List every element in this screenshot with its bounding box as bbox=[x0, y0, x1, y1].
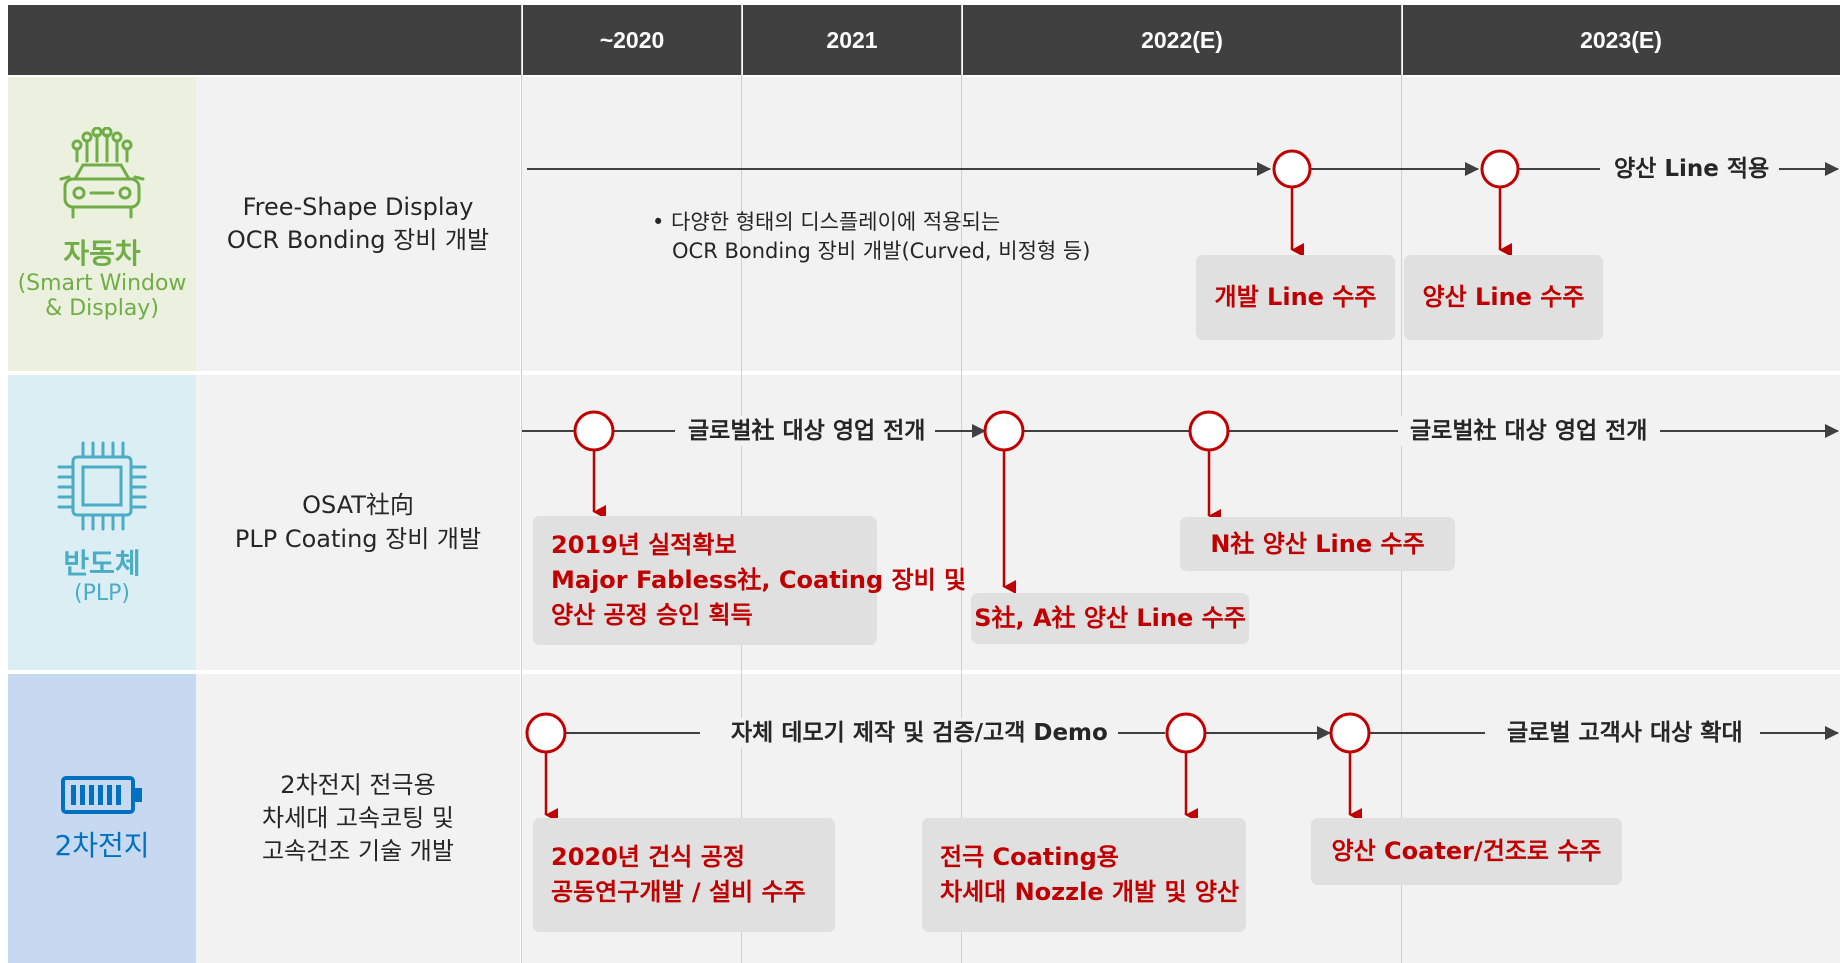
milestone-text: N社 양산 Line 수주 bbox=[1210, 529, 1425, 558]
header-divider bbox=[1401, 5, 1403, 75]
battery-icon bbox=[61, 775, 142, 814]
timeline-label: 글로벌社 대상 영업 전개 bbox=[678, 416, 936, 446]
description-line: OCR Bonding 장비 개발 bbox=[226, 226, 490, 254]
timeline-label: 자체 데모기 제작 및 검증/고객 Demo bbox=[721, 718, 1118, 748]
milestone-text: 양산 공정 승인 획득 bbox=[551, 600, 753, 629]
category-semiconductor: 반도체 (PLP) bbox=[8, 375, 196, 670]
timeline-label: 글로벌社 대상 영업 전개 bbox=[1400, 416, 1658, 446]
row-note: • 다양한 형태의 디스플레이에 적용되는 OCR Bonding 장비 개발(… bbox=[652, 208, 1090, 267]
milestone-marker bbox=[525, 712, 567, 754]
header-divider bbox=[961, 5, 963, 75]
category-subtitle: (Smart Window bbox=[17, 270, 187, 296]
header-divider bbox=[521, 5, 523, 75]
milestone-box: S社, A社 양산 Line 수주 bbox=[971, 593, 1249, 644]
milestone-marker bbox=[1165, 712, 1207, 754]
timeline-label: 양산 Line 적용 bbox=[1604, 154, 1780, 184]
milestone-box: 전극 Coating용 차세대 Nozzle 개발 및 양산 bbox=[922, 818, 1246, 932]
milestone-text: 2019년 실적확보 bbox=[551, 531, 737, 560]
milestone-marker bbox=[1272, 149, 1312, 189]
milestone-box: 양산 Line 수주 bbox=[1404, 255, 1603, 340]
category-battery: 2차전지 bbox=[8, 674, 196, 963]
category-subtitle: (PLP) bbox=[74, 580, 130, 606]
milestone-text: 양산 Coater/건조로 수주 bbox=[1331, 837, 1602, 866]
year-header-2023: 2023(E) bbox=[1580, 26, 1662, 53]
category-automotive: 자동차 (Smart Window & Display) bbox=[8, 77, 196, 371]
milestone-box: 2019년 실적확보 Major Fabless社, Coating 장비 및 … bbox=[533, 516, 967, 645]
category-subtitle: & Display) bbox=[45, 295, 159, 321]
year-header-2020: ~2020 bbox=[599, 26, 665, 53]
timeline-label: 글로벌 고객사 대상 확대 bbox=[1497, 718, 1753, 748]
milestone-text: 2020년 건식 공정 bbox=[551, 843, 745, 872]
milestone-text: 공동연구개발 / 설비 수주 bbox=[551, 878, 806, 906]
milestone-box: 2020년 건식 공정 공동연구개발 / 설비 수주 bbox=[533, 818, 835, 932]
description-line: PLP Coating 장비 개발 bbox=[234, 524, 482, 553]
milestone-text: 전극 Coating용 bbox=[940, 843, 1119, 872]
milestone-text: S社, A社 양산 Line 수주 bbox=[974, 604, 1246, 633]
row-description-semiconductor: OSAT社向 PLP Coating 장비 개발 bbox=[196, 375, 520, 670]
year-header-2021: 2021 bbox=[826, 26, 878, 53]
category-name: 자동차 bbox=[63, 236, 141, 270]
note-line: OCR Bonding 장비 개발(Curved, 비정형 등) bbox=[672, 239, 1091, 264]
milestone-marker bbox=[983, 410, 1025, 452]
milestone-text: 개발 Line 수주 bbox=[1214, 283, 1377, 312]
car-chip-icon bbox=[59, 126, 145, 219]
milestone-box: N社 양산 Line 수주 bbox=[1180, 517, 1455, 571]
milestone-marker bbox=[1480, 149, 1520, 189]
year-header-2022: 2022(E) bbox=[1141, 26, 1223, 53]
year-divider bbox=[521, 5, 522, 963]
year-divider bbox=[1401, 5, 1402, 963]
milestone-box: 양산 Coater/건조로 수주 bbox=[1311, 818, 1622, 885]
milestone-text: 양산 Line 수주 bbox=[1422, 283, 1585, 312]
milestone-marker bbox=[573, 410, 615, 452]
semiconductor-chip-icon bbox=[57, 441, 147, 531]
milestone-text: 차세대 Nozzle 개발 및 양산 bbox=[940, 878, 1240, 906]
category-name: 반도체 bbox=[63, 547, 141, 581]
year-divider bbox=[741, 5, 742, 963]
description-line: OSAT社向 bbox=[302, 491, 414, 520]
milestone-text: Major Fabless社, Coating 장비 및 bbox=[551, 566, 967, 595]
header-divider bbox=[741, 5, 743, 75]
description-line: 고속건조 기술 개발 bbox=[262, 837, 454, 866]
description-line: 차세대 고속코팅 및 bbox=[262, 803, 454, 832]
description-line: 2차전지 전극용 bbox=[280, 770, 436, 799]
note-line: • 다양한 형태의 디스플레이에 적용되는 bbox=[652, 210, 1001, 234]
category-name: 2차전지 bbox=[54, 828, 150, 862]
milestone-box: 개발 Line 수주 bbox=[1196, 255, 1395, 340]
year-divider bbox=[961, 5, 962, 963]
milestone-marker bbox=[1188, 410, 1230, 452]
header-bar bbox=[8, 5, 1840, 75]
description-line: Free-Shape Display bbox=[242, 192, 474, 221]
milestone-marker bbox=[1329, 712, 1371, 754]
